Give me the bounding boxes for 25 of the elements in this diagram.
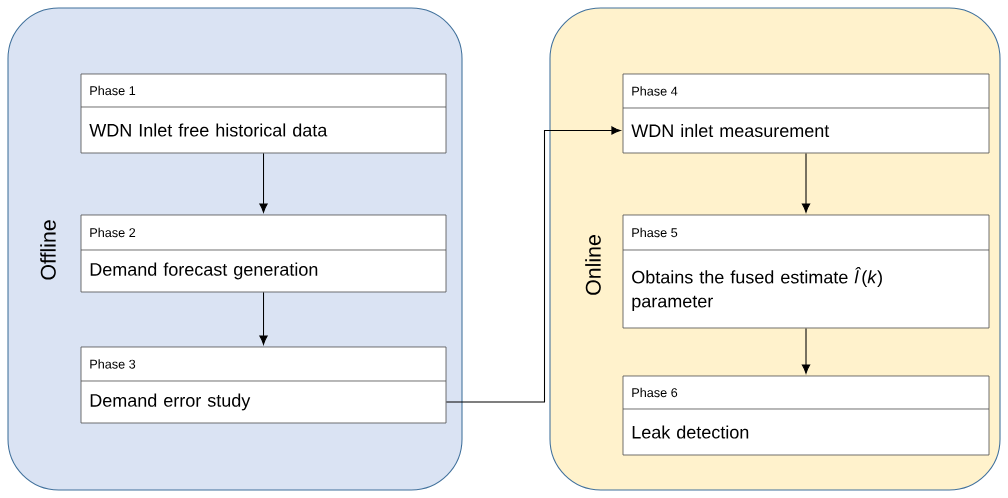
phase-description: WDN Inlet free historical data [89, 123, 328, 137]
arrow [801, 327, 811, 374]
phase-label: Phase 3 [90, 359, 136, 369]
phase-label: Phase 4 [632, 86, 678, 96]
phase-description: Demand error study [90, 393, 251, 411]
phase-box [622, 73, 990, 154]
arrow [801, 152, 811, 213]
panel-label: Offline [40, 220, 56, 280]
arrow [259, 291, 268, 345]
phase-description: WDN inlet measurement [631, 123, 830, 138]
phase-label: Phase 5 [632, 227, 678, 238]
phase-box [80, 346, 447, 424]
phase-label: Phase 6 [632, 387, 678, 398]
phase-description: Obtains the fused estimate l̂(k) parameter [632, 266, 882, 312]
panel-label: Online [585, 235, 601, 295]
phase-label: Phase 2 [90, 227, 136, 238]
arrow [445, 126, 621, 403]
phase-box [622, 214, 990, 329]
phase-description: Leak detection [632, 425, 749, 439]
phase-description: Demand forecast generation [90, 262, 318, 280]
phase-box [80, 73, 447, 154]
arrow [259, 152, 268, 213]
phase-box [622, 375, 990, 456]
phase-label: Phase 1 [90, 85, 136, 96]
phase-box [80, 214, 447, 293]
